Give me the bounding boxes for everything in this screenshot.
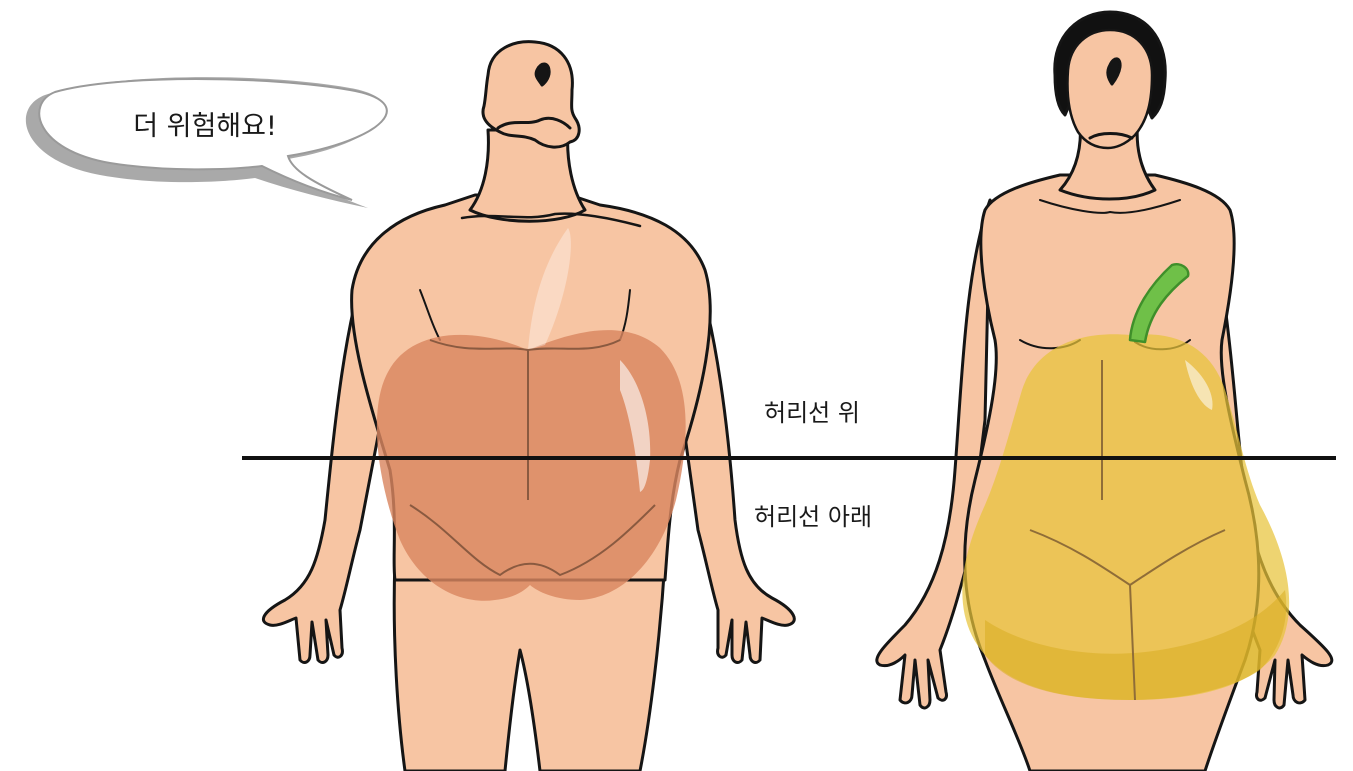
male-head bbox=[483, 42, 579, 147]
waistline-above-label: 허리선 위 bbox=[764, 393, 860, 428]
female-head bbox=[1067, 30, 1152, 148]
male-legs bbox=[394, 560, 665, 771]
speech-bubble-text: 더 위험해요! bbox=[110, 104, 300, 143]
waistline-below-label: 허리선 아래 bbox=[754, 497, 872, 532]
